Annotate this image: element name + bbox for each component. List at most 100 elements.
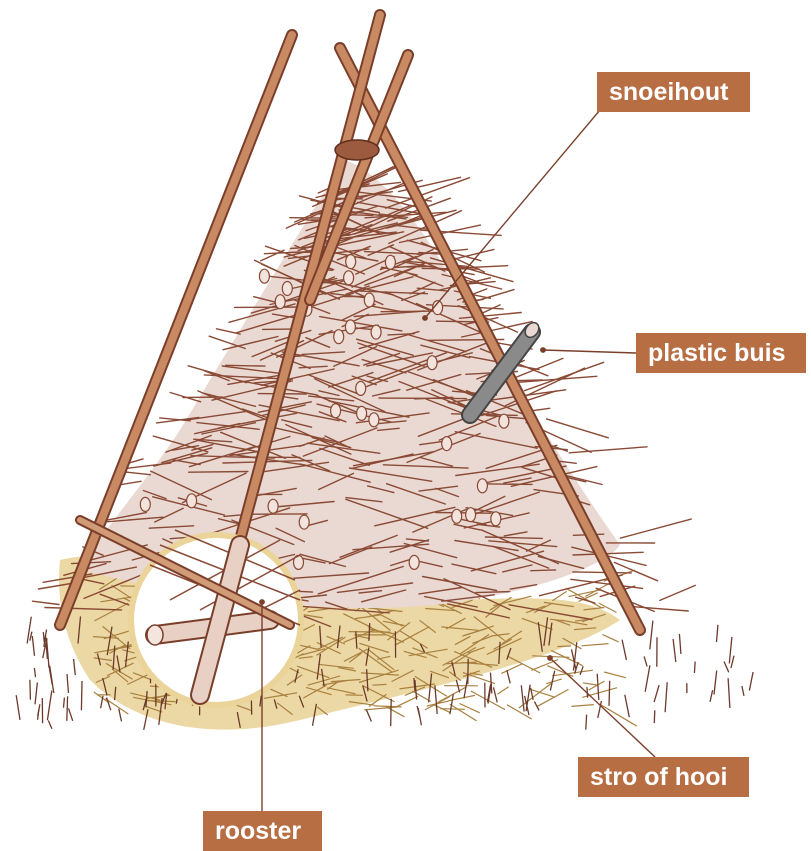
grass-blade (645, 665, 650, 691)
grass-blade (586, 715, 587, 730)
twig (547, 419, 609, 438)
log-end (357, 406, 367, 420)
log-end (344, 271, 354, 285)
twig (33, 601, 60, 604)
grass-blade (38, 710, 39, 720)
grass-blade (665, 682, 667, 712)
twig (621, 519, 692, 538)
grass-blade (67, 674, 69, 693)
grass-blade (625, 695, 630, 718)
twig (476, 592, 510, 593)
grass-blade (609, 681, 610, 706)
log-end (442, 437, 452, 451)
straw-strand (582, 644, 609, 646)
twig (531, 570, 556, 571)
straw-strand (440, 709, 465, 710)
log-end (371, 325, 381, 339)
grass-blade (644, 656, 647, 666)
twig (573, 572, 631, 573)
grass-blade (107, 698, 111, 711)
grass-blade (731, 656, 734, 668)
grass-blade (654, 710, 655, 723)
grass-blade (64, 698, 65, 708)
log-end (345, 320, 355, 334)
log-end (282, 282, 292, 296)
straw-strand (497, 687, 508, 695)
twig (481, 305, 500, 314)
straw-strand (604, 672, 626, 678)
straw-strand (412, 691, 431, 702)
grass-blade (694, 662, 695, 673)
label-snoeihout: snoeihout (597, 72, 750, 112)
grass-blade (550, 671, 554, 691)
grass-blade (494, 687, 498, 702)
grass-blade (521, 685, 524, 711)
grass-blade (597, 674, 599, 700)
grass-blade (526, 685, 530, 712)
grass-blade (710, 690, 713, 702)
log-end (409, 555, 419, 569)
grass-blade (679, 634, 681, 654)
grass-blade (580, 666, 583, 675)
grass-blade (717, 625, 718, 642)
log-end (452, 509, 462, 523)
straw-strand (557, 646, 571, 647)
log-end (299, 515, 309, 529)
twig (436, 513, 491, 514)
straw-strand (552, 670, 593, 676)
grass-blade (654, 685, 659, 702)
grass-blade (728, 678, 730, 708)
log-end (477, 479, 487, 493)
grass-blade (724, 662, 729, 673)
grass-blade (43, 632, 44, 642)
log-end (356, 381, 366, 395)
log-end (259, 269, 269, 283)
grass-blade (35, 683, 37, 705)
log-end (187, 494, 197, 508)
grass-blade (742, 686, 744, 696)
twig (615, 563, 658, 581)
label-stro-of-hooi: stro of hooi (578, 757, 749, 797)
twig (226, 365, 265, 366)
straw-strand (546, 679, 562, 684)
grass-blade (50, 666, 54, 693)
grass-blade (32, 636, 34, 656)
grass-blade (714, 671, 717, 695)
straw-strand (583, 683, 598, 685)
straw-strand (552, 591, 566, 600)
straw-strand (571, 705, 593, 707)
straw-strand (450, 704, 477, 721)
log-end (385, 255, 395, 269)
grass-blade (16, 695, 20, 720)
log-end (268, 499, 278, 513)
grass-blade (673, 639, 676, 662)
grass-blade (69, 708, 73, 721)
log-end (499, 414, 509, 428)
grass-blade (67, 696, 68, 721)
grass-blade (30, 632, 32, 641)
log-end (331, 404, 341, 418)
log-end (491, 512, 501, 526)
log-end (466, 508, 476, 522)
grass-blade (30, 680, 31, 700)
grass-blade (622, 640, 626, 660)
grass-blade (81, 681, 82, 710)
log-end (275, 295, 285, 309)
log-end (140, 497, 150, 511)
straw-strand (538, 689, 569, 706)
label-plastic-buis: plastic buis (636, 333, 806, 373)
grass-blade (74, 659, 76, 675)
grass-blade (391, 699, 392, 726)
straw-strand (386, 706, 405, 717)
twig (189, 472, 248, 473)
grass-blade (48, 721, 52, 729)
log-end (369, 413, 379, 427)
twig (633, 607, 689, 611)
grass-blade (507, 670, 510, 683)
log-end (427, 356, 437, 370)
grass-blade (369, 623, 370, 641)
grass-blade (749, 672, 753, 691)
grass-blade (366, 710, 371, 722)
grass-blade (418, 708, 421, 725)
straw-strand (602, 634, 618, 642)
